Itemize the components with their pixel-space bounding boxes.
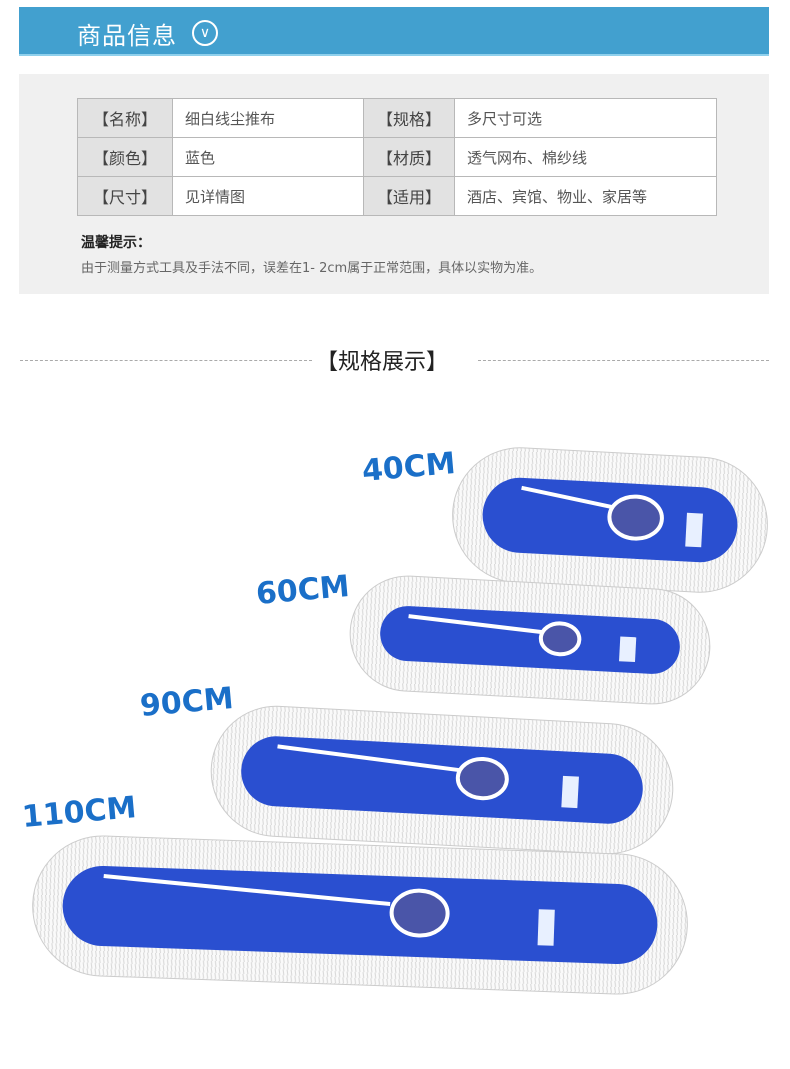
spec-value: 酒店、宾馆、物业、家居等 (454, 176, 717, 216)
section-header: 商品信息 ∨ (19, 7, 769, 56)
chevron-down-circle-icon: ∨ (192, 20, 218, 46)
spec-value: 见详情图 (172, 176, 364, 216)
spec-value: 细白线尘推布 (172, 98, 364, 138)
spec-value: 透气网布、棉纱线 (454, 137, 717, 177)
spec-label: 【名称】 (77, 98, 173, 138)
tip-title: 温馨提示： (81, 235, 151, 251)
mop-pad-110CM (32, 835, 688, 995)
table-row: 【颜色】 蓝色 【材质】 透气网布、棉纱线 (77, 137, 717, 177)
spec-label: 【规格】 (363, 98, 455, 138)
spec-table: 【名称】 细白线尘推布 【规格】 多尺寸可选 【颜色】 蓝色 【材质】 透气网布… (77, 98, 717, 216)
mop-pad-90CM (210, 705, 674, 855)
section-title: 商品信息 (77, 22, 177, 50)
table-row: 【尺寸】 见详情图 【适用】 酒店、宾馆、物业、家居等 (77, 176, 717, 216)
spec-label: 【适用】 (363, 176, 455, 216)
table-row: 【名称】 细白线尘推布 【规格】 多尺寸可选 (77, 98, 717, 138)
spec-value: 多尺寸可选 (454, 98, 717, 138)
spec-label: 【材质】 (363, 137, 455, 177)
divider-left (20, 360, 312, 361)
mop-pad-40CM (452, 447, 768, 593)
product-info-panel: 【名称】 细白线尘推布 【规格】 多尺寸可选 【颜色】 蓝色 【材质】 透气网布… (19, 74, 769, 294)
spec-value: 蓝色 (172, 137, 364, 177)
spec-section-title: 【规格展示】 (316, 350, 449, 375)
spec-label: 【尺寸】 (77, 176, 173, 216)
mop-pad-60CM (349, 575, 711, 705)
divider-right (478, 360, 769, 361)
tip-text: 由于测量方式工具及手法不同，误差在1- 2cm属于正常范围，具体以实物为准。 (81, 261, 543, 276)
